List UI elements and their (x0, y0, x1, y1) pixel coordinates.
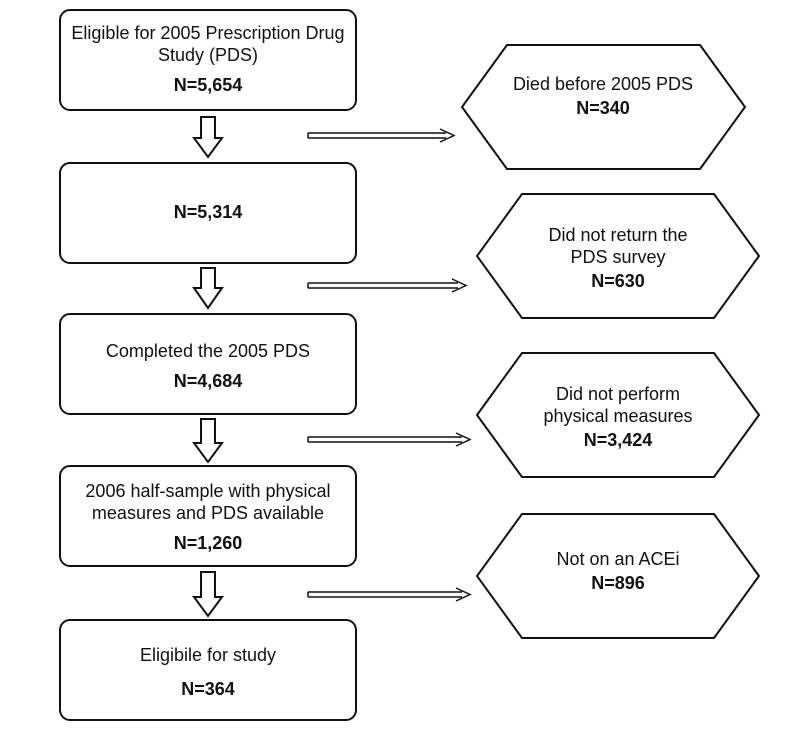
main-box-1-count: N=5,654 (173, 75, 243, 95)
exclusion-4-label: Not on an ACEi (556, 549, 680, 569)
exclusion-3-text: Did not perform physical measures N=3,42… (524, 383, 712, 451)
main-box-3-count: N=4,684 (173, 371, 243, 391)
main-box-4-text: 2006 half-sample with physical measures … (62, 480, 354, 554)
down-arrow-3 (192, 418, 224, 464)
main-box-3 (59, 313, 357, 415)
main-box-5-text: Eligibile for study N=364 (66, 644, 350, 700)
exclusion-4-count: N=896 (591, 573, 645, 593)
main-box-5 (59, 619, 357, 721)
exclusion-3-count: N=3,424 (583, 430, 653, 450)
main-box-2-text: N=5,314 (66, 201, 350, 223)
exclusion-4-text: Not on an ACEi N=896 (524, 548, 712, 594)
exclusion-2-label: Did not return the PDS survey (548, 225, 688, 267)
exclusion-hex-1 (460, 44, 747, 170)
main-box-3-text: Completed the 2005 PDS N=4,684 (66, 340, 350, 392)
main-box-1 (59, 9, 357, 111)
exclusion-hex-4 (475, 513, 761, 639)
down-arrow-2 (192, 267, 224, 310)
main-box-3-label: Completed the 2005 PDS (105, 341, 311, 361)
right-arrow-2 (307, 278, 468, 293)
right-arrow-4 (307, 587, 472, 602)
right-arrow-1 (307, 128, 456, 143)
exclusion-2-text: Did not return the PDS survey N=630 (530, 224, 706, 292)
right-arrow-3 (307, 432, 472, 447)
exclusion-1-count: N=340 (576, 98, 630, 118)
main-box-4 (59, 465, 357, 567)
main-box-5-count: N=364 (181, 679, 235, 699)
exclusion-hex-2 (475, 193, 761, 319)
exclusion-2-count: N=630 (591, 271, 645, 291)
exclusion-3-label: Did not perform physical measures (543, 384, 693, 426)
main-box-2 (59, 162, 357, 264)
main-box-1-label: Eligible for 2005 Prescription Drug Stud… (71, 23, 345, 65)
main-box-5-label: Eligibile for study (139, 645, 277, 665)
exclusion-hex-3 (475, 352, 761, 478)
exclusion-1-label: Died before 2005 PDS (512, 74, 694, 94)
down-arrow-4 (192, 571, 224, 618)
exclusion-1-text: Died before 2005 PDS N=340 (512, 73, 694, 119)
down-arrow-1 (192, 116, 224, 159)
main-box-4-label: 2006 half-sample with physical measures … (85, 481, 331, 523)
main-box-1-text: Eligible for 2005 Prescription Drug Stud… (66, 22, 350, 96)
main-box-2-count: N=5,314 (173, 202, 243, 222)
main-box-4-count: N=1,260 (173, 533, 243, 553)
